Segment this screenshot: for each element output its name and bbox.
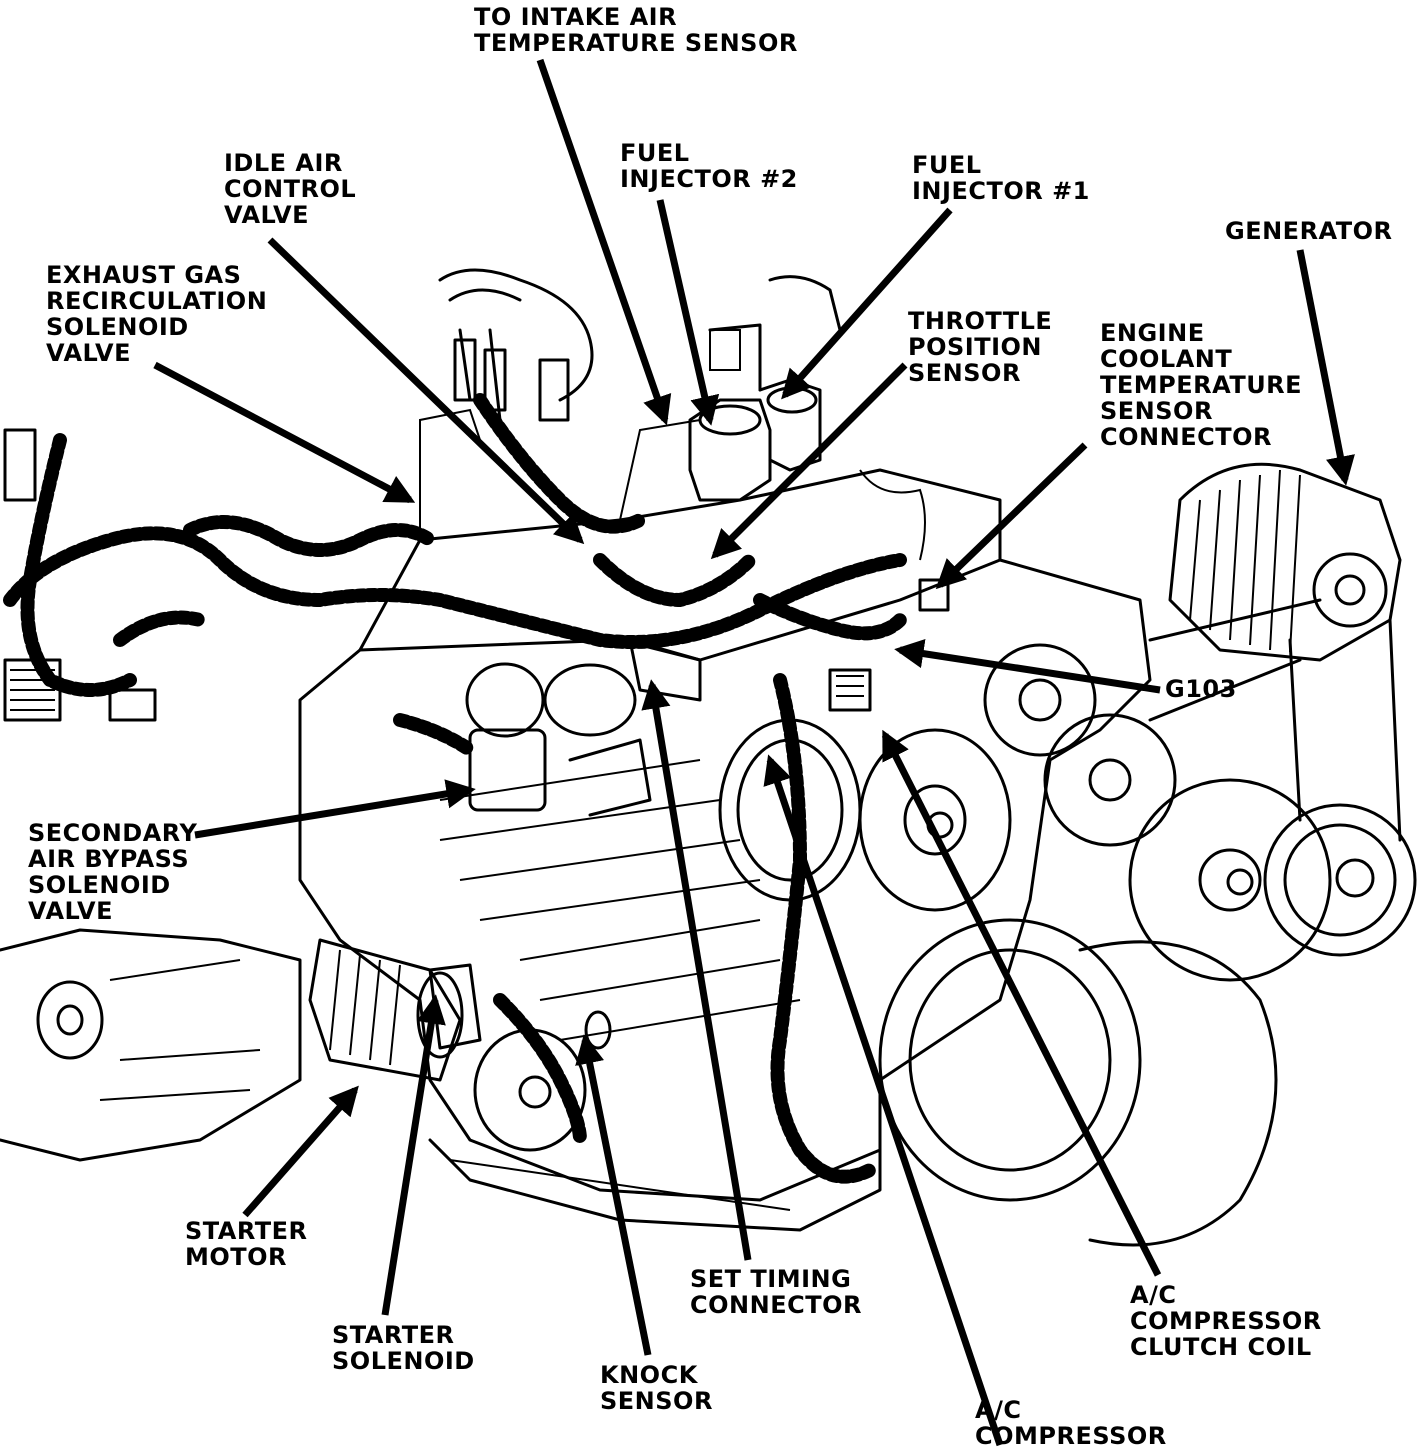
- label-line: INJECTOR #2: [620, 165, 798, 193]
- leader-g103: [894, 639, 1161, 694]
- label-line: SENSOR: [908, 359, 1021, 387]
- leader-secondary-air: [194, 779, 476, 839]
- label-line: MOTOR: [185, 1243, 288, 1271]
- label-line: STARTER: [332, 1321, 455, 1349]
- label-line: COMPRESSOR: [975, 1422, 1167, 1450]
- label-knock-sensor: KNOCK SENSOR: [600, 1362, 713, 1414]
- label-line: INJECTOR #1: [912, 177, 1090, 205]
- label-line: RECIRCULATION: [46, 287, 268, 315]
- leader-generator: [1296, 249, 1355, 486]
- leader-intake-air-temp: [536, 58, 672, 426]
- leader-idle-air: [267, 237, 585, 545]
- label-line: SENSOR: [1100, 397, 1213, 425]
- label-line: A/C: [975, 1396, 1022, 1424]
- engine-illustration: [0, 268, 1417, 1247]
- label-line: COMPRESSOR: [1130, 1307, 1322, 1335]
- label-line: SECONDARY: [28, 819, 198, 847]
- label-throttle-position-sensor: THROTTLE POSITION SENSOR: [908, 308, 1052, 386]
- label-line: AIR BYPASS: [28, 845, 190, 873]
- leader-knock-sensor: [575, 1034, 652, 1356]
- label-line: KNOCK: [600, 1361, 698, 1389]
- leader-set-timing: [641, 679, 752, 1261]
- label-line: G103: [1165, 675, 1237, 703]
- label-line: THROTTLE: [908, 307, 1053, 335]
- label-set-timing-connector: SET TIMING CONNECTOR: [690, 1266, 862, 1318]
- label-line: CONNECTOR: [1100, 423, 1272, 451]
- label-line: VALVE: [28, 897, 113, 925]
- leader-lines: [153, 58, 1355, 1447]
- label-starter-motor: STARTER MOTOR: [185, 1218, 308, 1270]
- label-exhaust-gas-recirculation-solenoid-valve: EXHAUST GAS RECIRCULATION SOLENOID VALVE: [46, 262, 267, 366]
- leader-ac-compressor: [763, 754, 1004, 1447]
- label-line: FUEL: [912, 151, 982, 179]
- label-line: ENGINE: [1100, 319, 1205, 347]
- label-line: STARTER: [185, 1217, 308, 1245]
- label-intake-air-temperature-sensor: TO INTAKE AIR TEMPERATURE SENSOR: [474, 4, 798, 56]
- label-line: SENSOR: [600, 1387, 713, 1415]
- leader-ac-clutch: [881, 729, 1162, 1277]
- label-secondary-air-bypass-solenoid-valve: SECONDARY AIR BYPASS SOLENOID VALVE: [28, 820, 197, 924]
- label-line: SOLENOID: [28, 871, 171, 899]
- label-line: SOLENOID: [46, 313, 189, 341]
- leader-throttle-position: [710, 362, 908, 560]
- label-line: EXHAUST GAS: [46, 261, 242, 289]
- label-line: TEMPERATURE: [1100, 371, 1303, 399]
- leader-starter-motor: [242, 1085, 359, 1218]
- label-line: POSITION: [908, 333, 1042, 361]
- wiring-harness: [3, 393, 926, 1184]
- label-ac-compressor: A/C COMPRESSOR: [975, 1397, 1167, 1449]
- label-generator: GENERATOR: [1225, 218, 1393, 244]
- label-line: CLUTCH COIL: [1130, 1333, 1312, 1361]
- label-line: TEMPERATURE SENSOR: [474, 29, 798, 57]
- label-line: CONTROL: [224, 175, 357, 203]
- label-line: A/C: [1130, 1281, 1177, 1309]
- label-line: GENERATOR: [1225, 217, 1393, 245]
- leader-coolant-temp: [935, 442, 1088, 590]
- label-line: CONNECTOR: [690, 1291, 862, 1319]
- label-line: TO INTAKE AIR: [474, 3, 678, 31]
- label-line: FUEL: [620, 139, 690, 167]
- label-line: SET TIMING: [690, 1265, 852, 1293]
- label-line: COOLANT: [1100, 345, 1233, 373]
- label-fuel-injector-2: FUEL INJECTOR #2: [620, 140, 798, 192]
- label-line: VALVE: [224, 201, 309, 229]
- label-line: IDLE AIR: [224, 149, 343, 177]
- label-idle-air-control-valve: IDLE AIR CONTROL VALVE: [224, 150, 356, 228]
- label-starter-solenoid: STARTER SOLENOID: [332, 1322, 475, 1374]
- label-line: VALVE: [46, 339, 131, 367]
- label-line: SOLENOID: [332, 1347, 475, 1375]
- leader-fuel-injector-2: [656, 199, 720, 426]
- leader-starter-solenoid: [381, 994, 446, 1316]
- label-ac-compressor-clutch-coil: A/C COMPRESSOR CLUTCH COIL: [1130, 1282, 1322, 1360]
- label-fuel-injector-1: FUEL INJECTOR #1: [912, 152, 1090, 204]
- leader-fuel-injector-1: [781, 207, 953, 400]
- label-g103: G103: [1165, 676, 1237, 702]
- label-engine-coolant-temperature-sensor-connector: ENGINE COOLANT TEMPERATURE SENSOR CONNEC…: [1100, 320, 1302, 450]
- leader-egr: [153, 361, 416, 504]
